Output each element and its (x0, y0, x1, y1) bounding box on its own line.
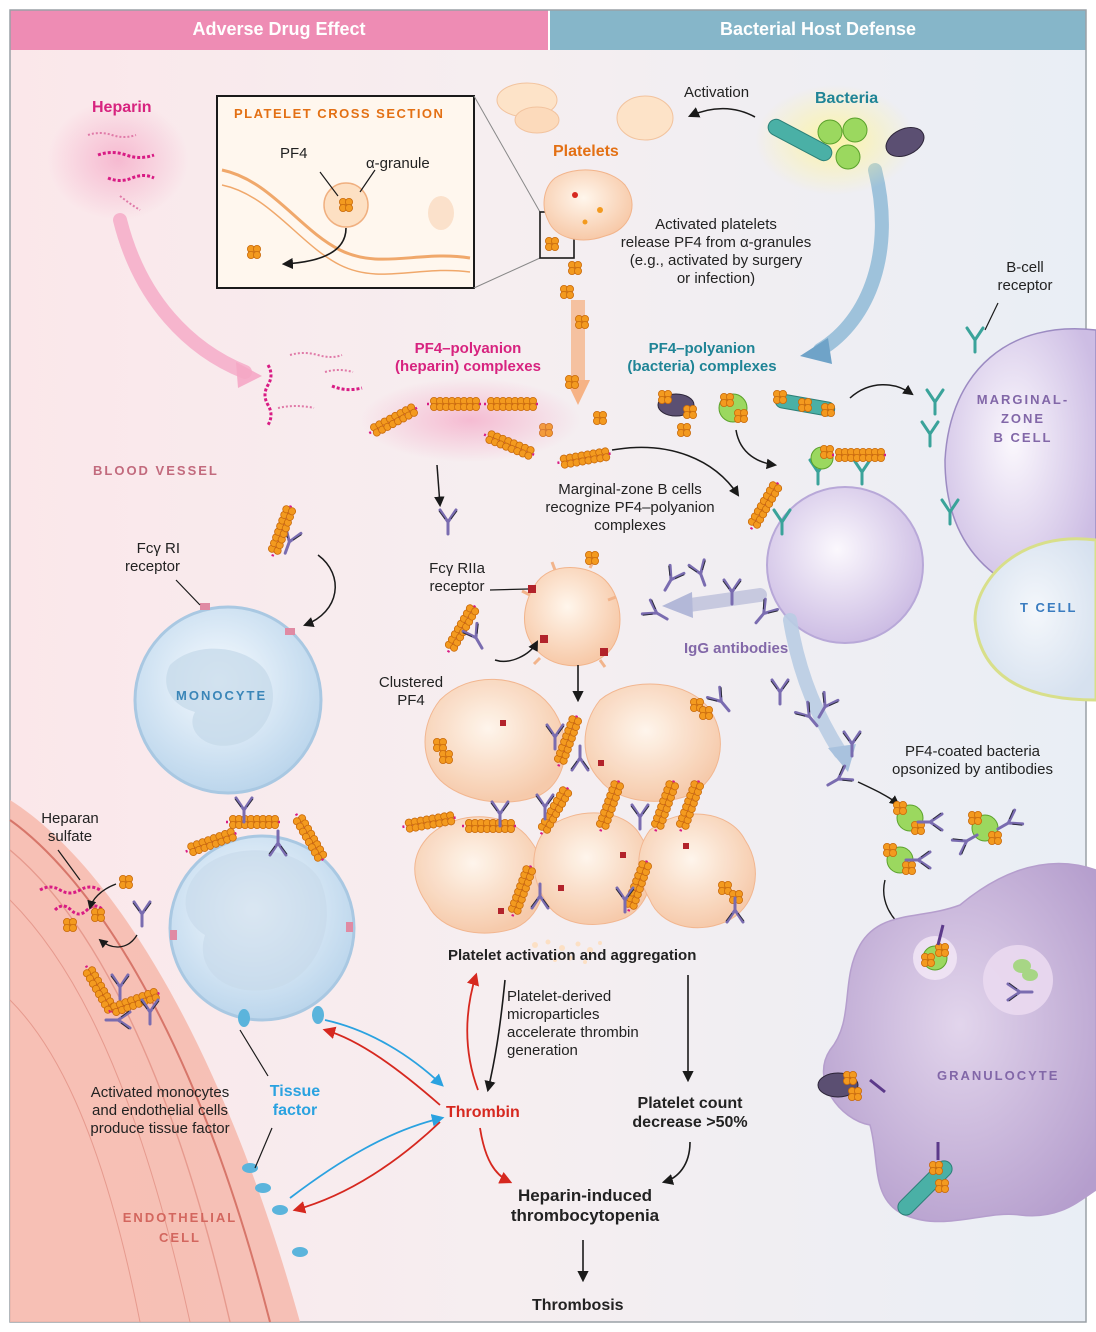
label-alpha-granule: α-granule (366, 155, 430, 172)
label-fc-gamma-ri-line2: receptor (124, 558, 180, 575)
label-activated-monocytes-line1: Activated monocytes (90, 1084, 230, 1101)
label-clustered-pf4-line2: PF4 (397, 692, 425, 709)
label-heparin: Heparin (92, 99, 152, 116)
label-platelet-cross-section: PLATELET CROSS SECTION (234, 106, 445, 121)
label-tissue-factor: Tissue factor (255, 1082, 335, 1120)
label-pf4-coated-bacteria-line1: PF4-coated bacteria (904, 743, 1041, 760)
header-adverse-drug-effect: Adverse Drug Effect (192, 19, 366, 39)
label-marginal-zone-recognize-line2: recognize PF4–polyanion (545, 499, 715, 516)
label-activated-platelets-line4: or infection) (676, 270, 756, 287)
label-heparan-sulfate: Heparan sulfate (30, 810, 110, 846)
label-marginal-zone-line1: MARGINAL- (976, 392, 1070, 407)
label-platelet-count-line1: Platelet count (637, 1095, 743, 1112)
label-marginal-zone-recognize: Marginal-zone B cells recognize PF4–poly… (520, 481, 740, 535)
label-monocyte: MONOCYTE (176, 688, 268, 703)
label-hit-line1: Heparin-induced (517, 1186, 653, 1205)
label-fc-gamma-riia-line1: Fcγ RIIa (429, 560, 485, 577)
label-pf4-polyanion-bacteria-line2: (bacteria) complexes (627, 358, 777, 375)
label-microparticles-line3: accelerate thrombin (507, 1024, 639, 1041)
label-thrombin: Thrombin (446, 1104, 520, 1121)
label-pf4-polyanion-heparin-line2: (heparin) complexes (395, 358, 541, 375)
label-fc-gamma-ri-line1: Fcγ RI (136, 540, 180, 557)
label-activated-monocytes: Activated monocytes and endothelial cell… (70, 1084, 250, 1138)
label-platelet-count-line2: decrease >50% (632, 1114, 748, 1132)
label-granulocyte: GRANULOCYTE (937, 1068, 1060, 1083)
label-activated-platelets-release: Activated platelets release PF4 from α-g… (594, 216, 838, 288)
label-activated-platelets-line3: (e.g., activated by surgery (629, 252, 803, 269)
label-pf4-polyanion-bacteria-line1: PF4–polyanion (648, 340, 756, 357)
header-bacterial-host-defense: Bacterial Host Defense (719, 19, 917, 39)
label-b-cell-receptor-line1: B-cell (1006, 259, 1044, 276)
label-marginal-zone-line2: ZONE (1000, 410, 1046, 426)
label-t-cell: T CELL (1020, 600, 1078, 615)
label-heparan-sulfate-line1: Heparan (41, 810, 99, 827)
label-fc-gamma-riia-receptor: Fcγ RIIa receptor (412, 560, 502, 596)
label-b-cell-receptor: B-cell receptor (970, 259, 1080, 295)
label-pf4: PF4 (280, 145, 308, 162)
label-heparin-induced-thrombocytopenia: Heparin-induced thrombocytopenia (480, 1186, 690, 1227)
label-fc-gamma-riia-line2: receptor (429, 578, 485, 595)
label-heparan-sulfate-line2: sulfate (47, 828, 93, 845)
label-marginal-zone-line3: B CELL (993, 429, 1053, 445)
label-pf4-polyanion-bacteria: PF4–polyanion (bacteria) complexes (612, 340, 792, 376)
label-fc-gamma-ri-receptor: Fcγ RI receptor (90, 540, 180, 576)
label-endothelial-cell: ENDOTHELIAL CELL (110, 1208, 250, 1248)
label-activated-monocytes-line3: produce tissue factor (90, 1120, 230, 1137)
label-tissue-factor-line1: Tissue (269, 1083, 321, 1100)
label-marginal-zone-recognize-line1: Marginal-zone B cells (558, 481, 702, 498)
label-hit-line2: thrombocytopenia (510, 1206, 660, 1226)
label-endothelial-line2: CELL (159, 1230, 201, 1246)
label-pf4-polyanion-heparin-line1: PF4–polyanion (414, 340, 522, 357)
label-thrombosis: Thrombosis (532, 1297, 624, 1314)
label-igg-antibodies: IgG antibodies (684, 640, 789, 657)
label-platelets: Platelets (553, 143, 619, 160)
label-pf4-coated-bacteria: PF4-coated bacteria opsonized by antibod… (870, 743, 1075, 779)
label-blood-vessel: BLOOD VESSEL (93, 463, 219, 478)
label-b-cell-receptor-line2: receptor (997, 277, 1053, 294)
label-marginal-zone-b-cell: MARGINAL- ZONE B CELL (968, 391, 1078, 448)
label-microparticles-line2: microparticles (507, 1006, 600, 1023)
label-clustered-pf4: Clustered PF4 (366, 674, 456, 710)
label-pf4-coated-bacteria-line2: opsonized by antibodies (892, 761, 1053, 778)
label-platelet-activation-aggregation: Platelet activation and aggregation (448, 947, 697, 964)
label-platelet-count-decrease: Platelet count decrease >50% (615, 1094, 765, 1132)
label-endothelial-line1: ENDOTHELIAL (122, 1210, 238, 1225)
label-tissue-factor-line2: factor (272, 1102, 318, 1120)
label-clustered-pf4-line1: Clustered (378, 674, 444, 691)
label-platelet-derived-microparticles: Platelet-derived microparticles accelera… (507, 988, 677, 1060)
label-bacteria: Bacteria (815, 90, 879, 107)
label-microparticles-line1: Platelet-derived (507, 988, 612, 1005)
label-activation: Activation (684, 84, 750, 101)
label-microparticles-line4: generation (507, 1042, 578, 1059)
label-activated-monocytes-line2: and endothelial cells (92, 1102, 228, 1119)
label-activated-platelets-line1: Activated platelets (655, 216, 777, 233)
label-marginal-zone-recognize-line3: complexes (594, 517, 666, 534)
label-activated-platelets-line2: release PF4 from α-granules (620, 234, 812, 251)
label-pf4-polyanion-heparin: PF4–polyanion (heparin) complexes (378, 340, 558, 376)
